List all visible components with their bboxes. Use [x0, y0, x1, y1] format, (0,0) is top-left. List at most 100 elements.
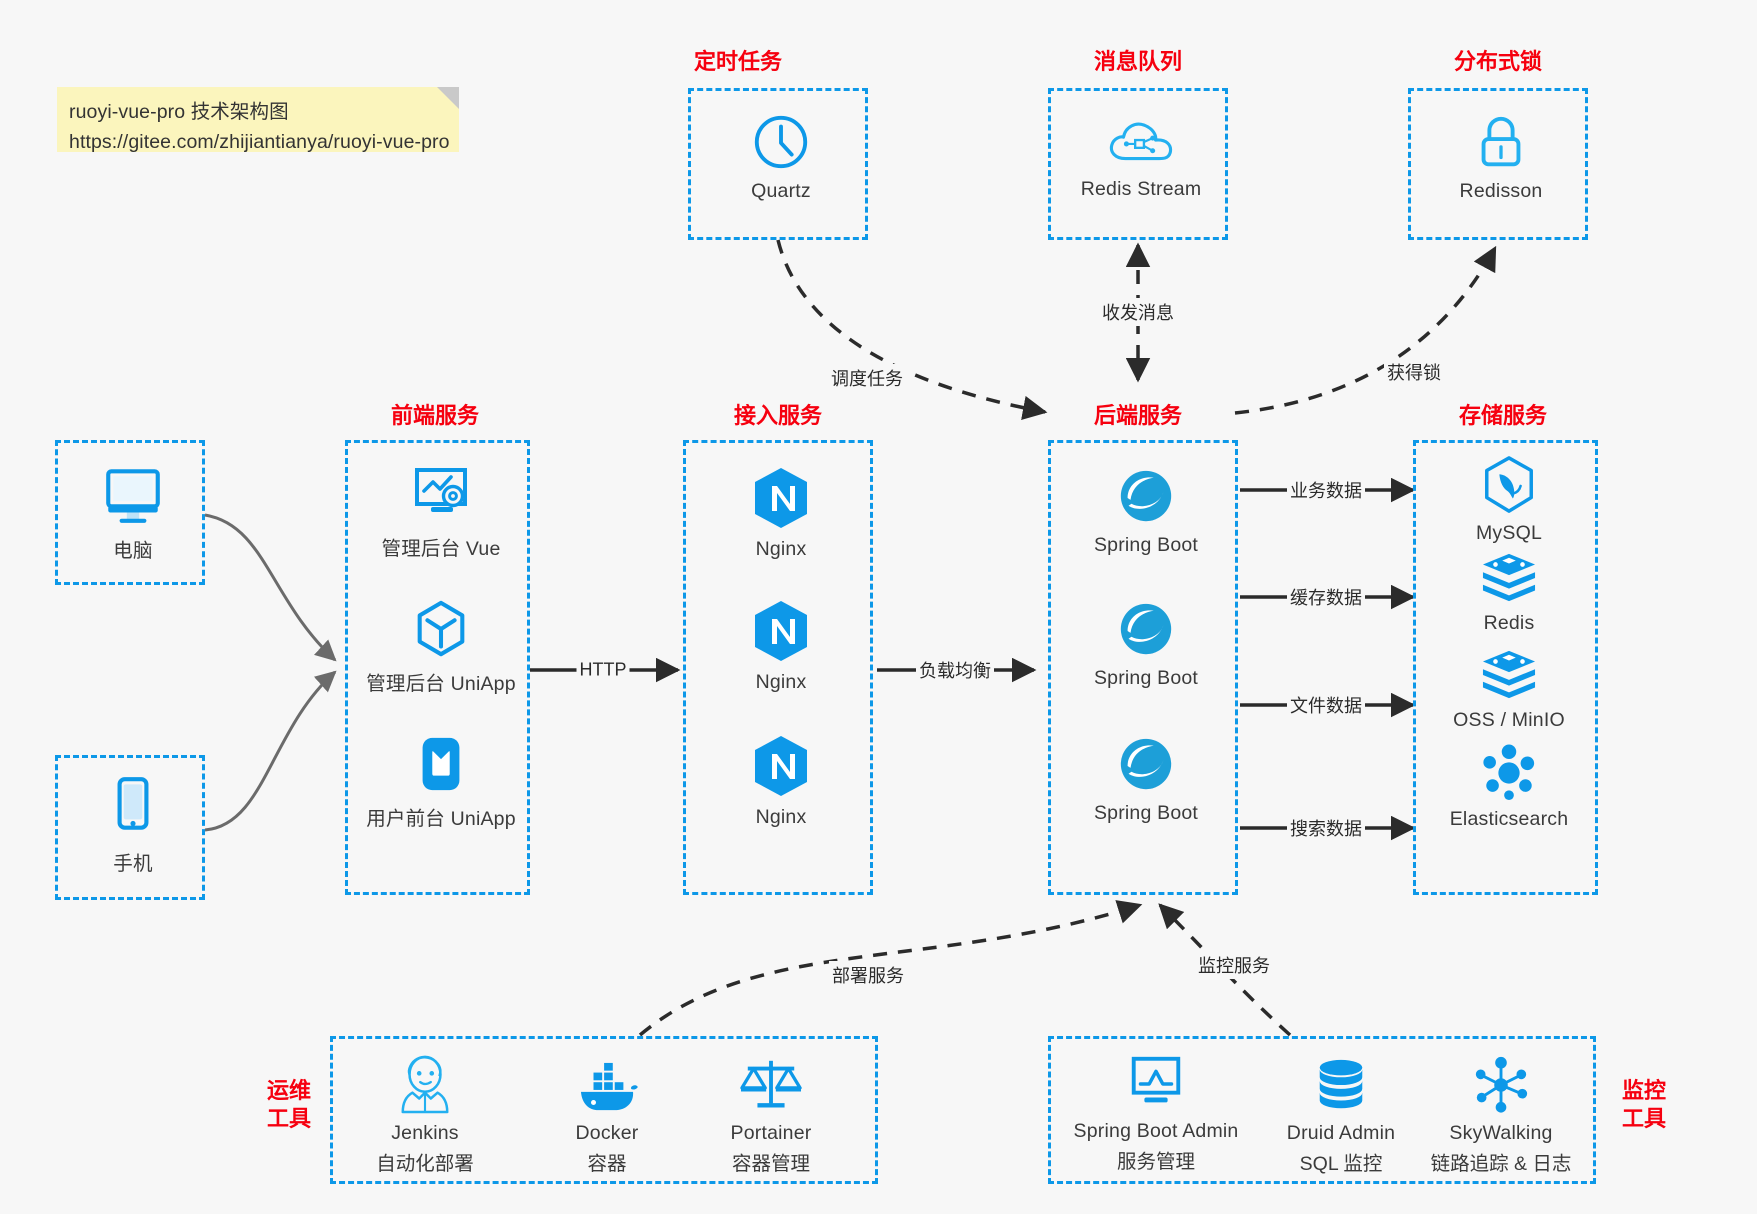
- nginx-icon: [750, 733, 812, 799]
- group-title-monitor: 监控 工具: [1613, 1077, 1675, 1132]
- client-computer-box[interactable]: 电脑: [55, 440, 205, 585]
- edge-label-file-data: 文件数据: [1287, 691, 1365, 719]
- node-elasticsearch[interactable]: Elasticsearch: [1429, 743, 1589, 831]
- node-label: Spring Boot Admin: [1073, 1120, 1239, 1142]
- group-title-devops-line2: 工具: [266, 1105, 311, 1131]
- node-label: Nginx: [755, 671, 807, 693]
- edge-label-search-data: 搜索数据: [1287, 814, 1365, 842]
- group-title-lock: 分布式锁: [1453, 49, 1542, 74]
- group-title-scheduler: 定时任务: [693, 49, 782, 74]
- group-box-monitor[interactable]: Spring Boot Admin 服务管理 Druid Admin SQL 监…: [1048, 1036, 1596, 1184]
- node-oss-minio[interactable]: OSS / MinIO: [1429, 648, 1589, 732]
- node-portainer[interactable]: Portainer 容器管理: [691, 1055, 851, 1176]
- cube-icon: [410, 598, 472, 660]
- node-jenkins[interactable]: Jenkins 自动化部署: [345, 1053, 505, 1176]
- group-title-monitor-line1: 监控: [1621, 1078, 1666, 1103]
- node-label: Nginx: [755, 538, 807, 560]
- client-phone-box[interactable]: 手机: [55, 755, 205, 900]
- node-label: Redisson: [1459, 180, 1543, 202]
- edge-schedule-task: [776, 239, 1048, 421]
- node-sublabel: 容器: [587, 1153, 627, 1175]
- group-box-storage[interactable]: MySQL Redis: [1413, 440, 1598, 895]
- cloud-network-icon: [1106, 113, 1176, 171]
- group-title-devops-line1: 运维: [266, 1078, 311, 1103]
- node-mysql[interactable]: MySQL: [1429, 455, 1589, 545]
- spring-boot-icon: [1115, 598, 1177, 660]
- node-label: Jenkins: [391, 1122, 459, 1144]
- padlock-icon: [1470, 111, 1532, 173]
- group-box-mq[interactable]: Redis Stream: [1048, 88, 1228, 240]
- node-label: Portainer: [730, 1122, 812, 1144]
- mysql-dolphin-icon: [1480, 455, 1538, 515]
- group-title-backend: 后端服务: [1093, 403, 1182, 428]
- node-label: Nginx: [755, 806, 807, 828]
- node-nginx-3[interactable]: Nginx: [701, 733, 861, 829]
- node-label: 用户前台 UniApp: [366, 808, 516, 830]
- nginx-icon: [750, 598, 812, 664]
- node-user-uniapp[interactable]: 用户前台 UniApp: [361, 733, 521, 831]
- node-skywalking[interactable]: SkyWalking 链路追踪 & 日志: [1421, 1055, 1581, 1176]
- redis-stack-icon: [1479, 648, 1539, 702]
- node-redisson[interactable]: Redisson: [1421, 111, 1581, 203]
- network-node-icon: [1471, 1055, 1531, 1115]
- node-sublabel: 容器管理: [731, 1153, 810, 1175]
- mobile-phone-icon: [100, 774, 166, 840]
- node-label: 管理后台 UniApp: [366, 673, 516, 695]
- node-redis[interactable]: Redis: [1429, 551, 1589, 635]
- group-box-lock[interactable]: Redisson: [1408, 88, 1588, 240]
- group-box-backend[interactable]: Spring Boot Spring Boot Spring Boot: [1048, 440, 1238, 895]
- node-label: Redis Stream: [1080, 178, 1202, 200]
- edge-label-http: HTTP: [576, 658, 630, 682]
- nginx-icon: [750, 465, 812, 531]
- node-redis-stream[interactable]: Redis Stream: [1061, 113, 1221, 201]
- edge-computer-to-frontend: [204, 513, 337, 662]
- group-box-scheduler[interactable]: Quartz: [688, 88, 868, 240]
- node-sublabel: 链路追踪 & 日志: [1430, 1153, 1572, 1175]
- node-sublabel: 自动化部署: [376, 1153, 474, 1175]
- node-sublabel: 服务管理: [1116, 1151, 1195, 1173]
- node-label: Redis: [1483, 612, 1535, 634]
- docker-whale-icon: [576, 1061, 638, 1115]
- node-label: SkyWalking: [1449, 1122, 1553, 1144]
- node-spring-boot-admin[interactable]: Spring Boot Admin 服务管理: [1073, 1053, 1239, 1174]
- edge-label-load-balance: 负载均衡: [916, 656, 994, 684]
- node-label: Druid Admin: [1286, 1122, 1396, 1144]
- group-box-gateway[interactable]: Nginx Nginx Nginx: [683, 440, 873, 895]
- group-title-monitor-line2: 工具: [1621, 1105, 1666, 1131]
- edge-label-send-receive-message: 收发消息: [1099, 298, 1177, 326]
- node-admin-uniapp[interactable]: 管理后台 UniApp: [361, 598, 521, 696]
- node-label: Quartz: [751, 180, 811, 202]
- node-label: Spring Boot: [1093, 802, 1199, 824]
- group-title-gateway: 接入服务: [733, 403, 822, 428]
- group-title-mq: 消息队列: [1093, 49, 1182, 74]
- spring-boot-icon: [1115, 465, 1177, 527]
- group-box-frontend[interactable]: 管理后台 Vue 管理后台 UniApp 用户前台 UniApp: [345, 440, 530, 895]
- node-phone[interactable]: 手机: [53, 774, 213, 876]
- mobile-app-icon: [410, 733, 472, 795]
- node-label: 电脑: [113, 540, 153, 562]
- node-label: 管理后台 Vue: [381, 538, 501, 560]
- node-sublabel: SQL 监控: [1299, 1153, 1383, 1175]
- node-spring-boot-2[interactable]: Spring Boot: [1066, 598, 1226, 690]
- jenkins-butler-icon: [396, 1053, 454, 1115]
- node-admin-vue[interactable]: 管理后台 Vue: [361, 463, 521, 561]
- node-nginx-1[interactable]: Nginx: [701, 465, 861, 561]
- spring-boot-icon: [1115, 733, 1177, 795]
- edge-phone-to-frontend: [204, 670, 337, 832]
- edge-label-cache-data: 缓存数据: [1287, 583, 1365, 611]
- node-quartz[interactable]: Quartz: [701, 111, 861, 203]
- note-line-1: ruoyi-vue-pro 技术架构图: [69, 101, 289, 123]
- node-nginx-2[interactable]: Nginx: [701, 598, 861, 694]
- edge-label-deploy-service: 部署服务: [829, 961, 907, 989]
- group-box-devops[interactable]: Jenkins 自动化部署: [330, 1036, 878, 1184]
- edge-acquire-lock: [1234, 245, 1497, 415]
- node-druid-admin[interactable]: Druid Admin SQL 监控: [1261, 1057, 1421, 1176]
- node-spring-boot-3[interactable]: Spring Boot: [1066, 733, 1226, 825]
- node-label: OSS / MinIO: [1453, 709, 1565, 731]
- node-computer[interactable]: 电脑: [53, 465, 213, 563]
- node-docker[interactable]: Docker 容器: [527, 1061, 687, 1176]
- node-spring-boot-1[interactable]: Spring Boot: [1066, 465, 1226, 557]
- node-label: Spring Boot: [1093, 667, 1199, 689]
- edge-label-business-data: 业务数据: [1287, 476, 1365, 504]
